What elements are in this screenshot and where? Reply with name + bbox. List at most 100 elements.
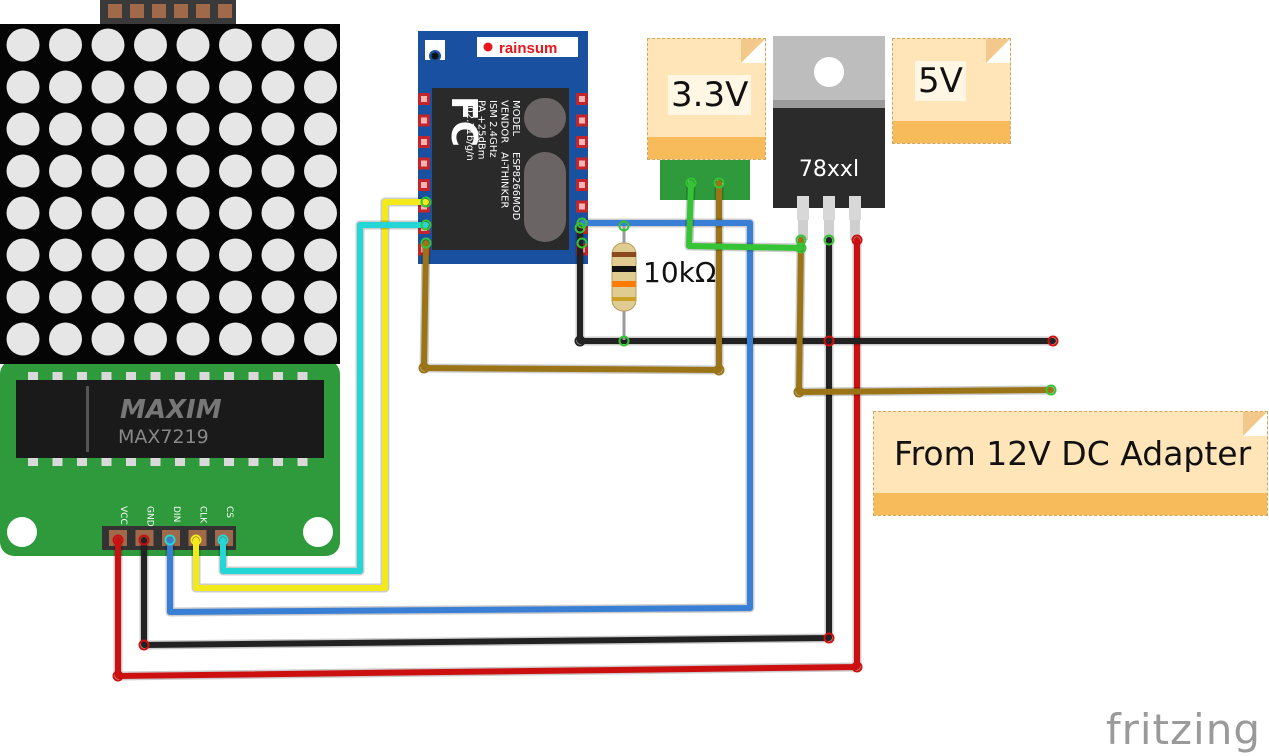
- led-dot: [49, 154, 82, 188]
- led-dot: [176, 112, 210, 146]
- matrix-pin-label: DIN: [171, 506, 181, 522]
- wire-endpoint: [420, 237, 432, 249]
- led-dot: [304, 70, 337, 104]
- matrix-top-header: [100, 0, 236, 24]
- led-dot: [176, 238, 210, 272]
- led-dot: [219, 70, 252, 104]
- led-dot: [134, 112, 167, 146]
- led-dot: [134, 280, 167, 314]
- wire-endpoint: [713, 364, 725, 376]
- led-dot: [176, 322, 210, 356]
- led-dot: [261, 322, 295, 356]
- led-dot: [49, 196, 82, 230]
- brand-dot-icon: [483, 42, 493, 52]
- chip-pin: [248, 456, 259, 466]
- regulator-label: 78xxl: [799, 157, 859, 182]
- led-dot: [6, 238, 40, 272]
- led-dot: [91, 196, 125, 230]
- led-dot: [6, 28, 40, 62]
- regulator-body: [773, 108, 885, 208]
- heatsink-hole: [814, 57, 844, 87]
- chip-pin: [101, 372, 112, 382]
- led-dot: [91, 28, 125, 62]
- chip-pin: [273, 372, 283, 382]
- fritzing-logo: fritzing: [1105, 705, 1261, 754]
- wire-cs-cyan: [220, 222, 429, 574]
- wire-endpoint: [112, 534, 124, 546]
- led-dot: [261, 238, 295, 272]
- chip-pin: [126, 372, 136, 382]
- resistor-10k: 10kΩ: [611, 226, 716, 340]
- led-dot: [176, 70, 210, 104]
- wire-endpoint: [823, 335, 835, 347]
- wires: [113, 178, 1058, 681]
- led-dot: [6, 154, 40, 188]
- led-dot: [91, 154, 125, 188]
- led-dot: [304, 238, 337, 272]
- led-dot: [91, 70, 125, 104]
- wire-endpoint: [851, 661, 863, 673]
- led-dot: [304, 280, 337, 314]
- esp-value-line: ESP8266MOD: [510, 152, 521, 221]
- chip-brand: MAXIM: [120, 395, 222, 425]
- chip-pin: [101, 456, 112, 466]
- wire-endpoint: [138, 639, 150, 651]
- svg-text:FC: FC: [443, 96, 484, 147]
- wire-endpoint: [112, 670, 124, 682]
- wire-endpoint: [420, 196, 432, 208]
- esp-label-line: VENDOR: [499, 100, 510, 143]
- esp-oval-long: [524, 152, 566, 242]
- matrix-pin-label: VCC: [118, 506, 128, 525]
- chip-model: MAX7219: [118, 426, 209, 448]
- wire-clk-yellow: [193, 199, 429, 591]
- chip-pin: [175, 372, 185, 382]
- led-dot: [176, 280, 210, 314]
- led-dot: [219, 238, 252, 272]
- led-dot: [49, 70, 82, 104]
- wire-gnd-rail: [577, 225, 1056, 344]
- wire-endpoint: [793, 386, 805, 398]
- chip-pin: [77, 456, 87, 466]
- note-adapter: From 12V DC Adapter: [873, 411, 1268, 516]
- esp-oval: [524, 98, 566, 138]
- wire-endpoint: [823, 234, 835, 246]
- note-5v: 5V: [892, 38, 1011, 144]
- linear-regulator-78xx: 78xxl: [773, 36, 885, 240]
- wire-vin-brown-outline: [794, 235, 1056, 397]
- matrix-pin-label: CLK: [198, 506, 208, 524]
- esp-hole-inner: [431, 52, 439, 60]
- chip-pin: [52, 372, 63, 382]
- resistor-label: 10kΩ: [643, 256, 716, 289]
- chip-pin: [224, 372, 234, 382]
- led-dot: [219, 28, 252, 62]
- esp-label-line: PA +25dBm: [476, 100, 487, 159]
- led-dot: [134, 28, 167, 62]
- chip-pin: [273, 456, 283, 466]
- wire-endpoints: [112, 177, 1059, 682]
- wire-endpoint: [574, 222, 586, 234]
- note-adapter-text: From 12V DC Adapter: [894, 434, 1252, 473]
- esp-label-line: MODEL: [510, 100, 521, 137]
- led-dot: [6, 112, 40, 146]
- led-dot: [304, 154, 337, 188]
- wire-endpoint: [851, 234, 863, 246]
- wire-endpoint: [823, 632, 835, 644]
- wire-vin-brown: [796, 237, 1054, 395]
- wire-endpoint: [576, 237, 588, 249]
- chip-pin: [297, 372, 308, 382]
- chip-pin: [175, 456, 185, 466]
- chip-pin: [297, 456, 308, 466]
- led-dot: [91, 322, 125, 356]
- chip-pin: [224, 456, 234, 466]
- led-dot: [261, 70, 295, 104]
- led-dot: [176, 28, 210, 62]
- wire-endpoint: [618, 335, 630, 347]
- matrix-pin-label: GND: [145, 506, 155, 527]
- led-dot: [219, 196, 252, 230]
- led-dot: [6, 196, 40, 230]
- led-dot: [304, 196, 337, 230]
- esp-brand: rainsum: [499, 40, 557, 57]
- wire-endpoint: [217, 534, 229, 546]
